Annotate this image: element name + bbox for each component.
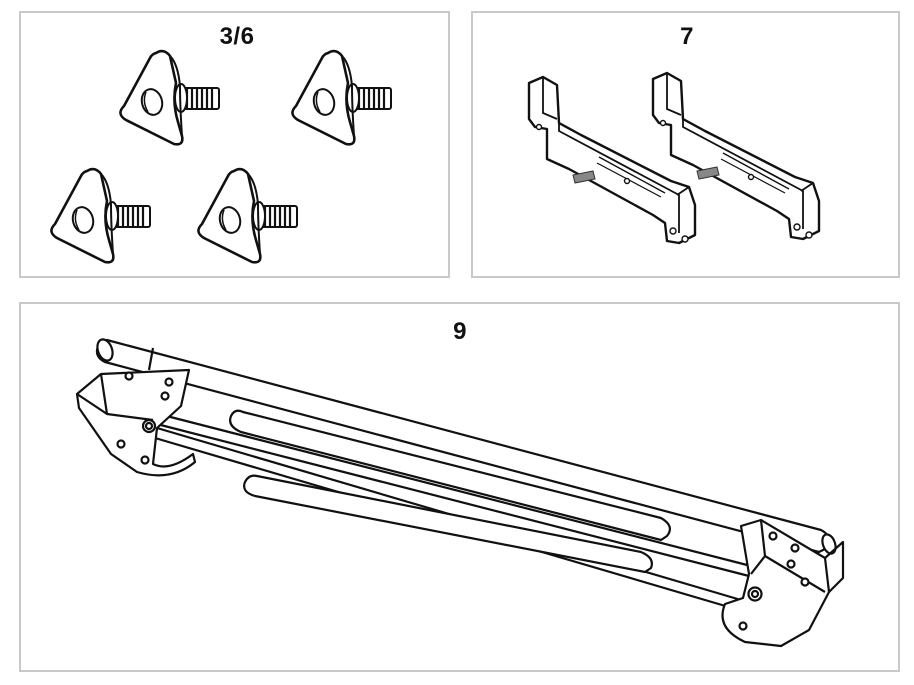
upper-padded-bar [229, 409, 671, 542]
left-end-bracket [75, 368, 197, 477]
panel-folding-frame: 9 [19, 302, 900, 672]
knob-screw-2 [291, 49, 393, 146]
right-end-bracket [721, 518, 845, 648]
knob-screws-illustration [50, 49, 393, 264]
knob-screw-1 [119, 49, 221, 146]
panel-knob-screws: 3/6 [19, 11, 450, 278]
brackets-illustration [527, 71, 821, 245]
part-number-label: 7 [680, 23, 694, 50]
top-tube [95, 338, 837, 555]
panel-brackets: 7 [471, 11, 900, 278]
part-number-label: 3/6 [219, 23, 255, 50]
folding-frame-illustration [75, 338, 845, 648]
knob-screw-4 [197, 167, 299, 264]
lower-padded-bar [243, 474, 653, 574]
part-number-label: 9 [453, 318, 467, 345]
knob-screw-3 [50, 167, 152, 264]
